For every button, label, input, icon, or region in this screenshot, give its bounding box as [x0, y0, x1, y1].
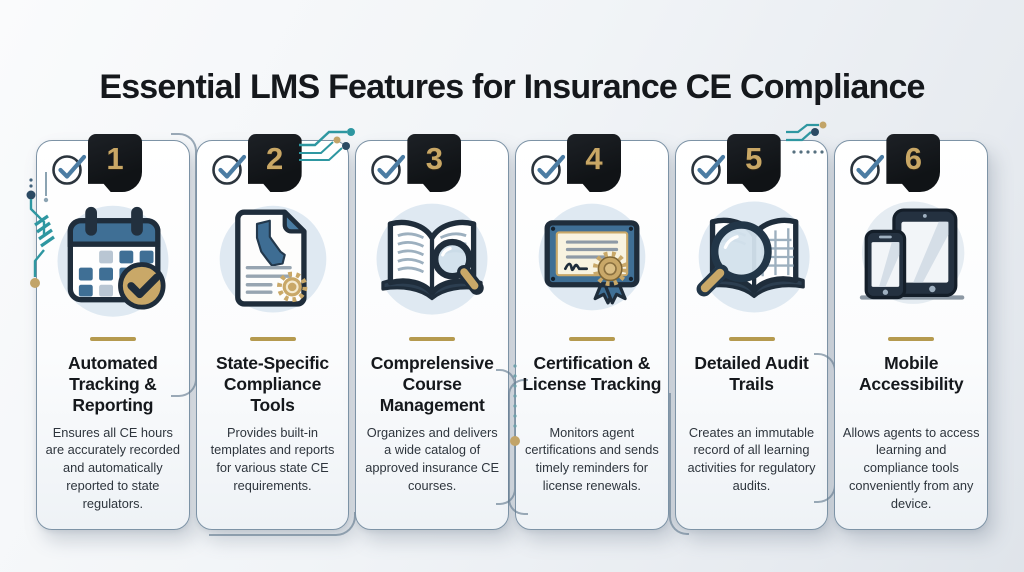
- number-badge: 3: [407, 134, 462, 192]
- divider: [568, 337, 615, 341]
- feature-description: Ensures all CE hours are accurately reco…: [45, 424, 181, 512]
- feature-title: Automated Tracking & Reporting: [68, 352, 158, 415]
- number-badge: 4: [567, 134, 622, 192]
- divider: [728, 337, 775, 341]
- checkmark-circle-icon: [371, 154, 406, 185]
- page-title: Essential LMS Features for Insurance CE …: [99, 68, 925, 106]
- mobile-devices-icon: [859, 201, 965, 304]
- checkmark-circle-icon: [531, 154, 566, 185]
- feature-title: Certification & License Tracking: [522, 352, 662, 394]
- feature-card-audit-trails: 5 Detailed Audit Trails Crea: [668, 134, 837, 535]
- feature-card-automated-tracking: 1: [36, 133, 197, 530]
- feature-title: Comprelensive Course Management: [370, 352, 494, 415]
- feature-description: Provides built-in templates and reports …: [210, 424, 335, 494]
- divider: [888, 337, 935, 341]
- checkmark-circle-icon: [52, 154, 87, 185]
- divider: [89, 337, 136, 341]
- state-document-icon: [219, 205, 326, 313]
- feature-description: Creates an immutable record of all learn…: [687, 424, 816, 494]
- divider: [409, 337, 456, 341]
- feature-card-course-management: 3 Comprelensive Course Management Organ: [355, 134, 516, 530]
- feature-description: Monitors agent certifications and sends …: [524, 424, 659, 494]
- feature-title: Detailed Audit Trails: [694, 352, 809, 394]
- audit-magnifier-book-icon: [696, 201, 810, 313]
- feature-description: Organizes and delivers a wide catalog of…: [365, 424, 500, 494]
- feature-card-state-compliance: 2 State-Specific Compliance Tools Provid…: [195, 134, 357, 536]
- calendar-check-icon: [57, 205, 169, 317]
- number-badge: 1: [88, 134, 142, 192]
- feature-card-license-tracking: 4 Certification & Licen: [508, 134, 669, 530]
- checkmark-circle-icon: [850, 154, 885, 185]
- feature-cards: 1: [36, 133, 989, 536]
- certificate-ribbon-icon: [538, 203, 646, 311]
- feature-title: State-Specific Compliance Tools: [216, 352, 329, 415]
- checkmark-circle-icon: [690, 154, 725, 185]
- number-badge: 2: [247, 134, 302, 192]
- number-badge: 5: [726, 134, 781, 192]
- number-badge: 6: [886, 134, 941, 192]
- feature-card-mobile-accessibility: 6 Mobile Accessibility: [834, 134, 989, 530]
- feature-title: Mobile Accessibility: [858, 352, 964, 394]
- divider: [249, 337, 296, 341]
- book-magnifier-icon: [376, 203, 488, 315]
- checkmark-circle-icon: [211, 154, 246, 185]
- feature-description: Allows agents to access learning and com…: [842, 424, 980, 512]
